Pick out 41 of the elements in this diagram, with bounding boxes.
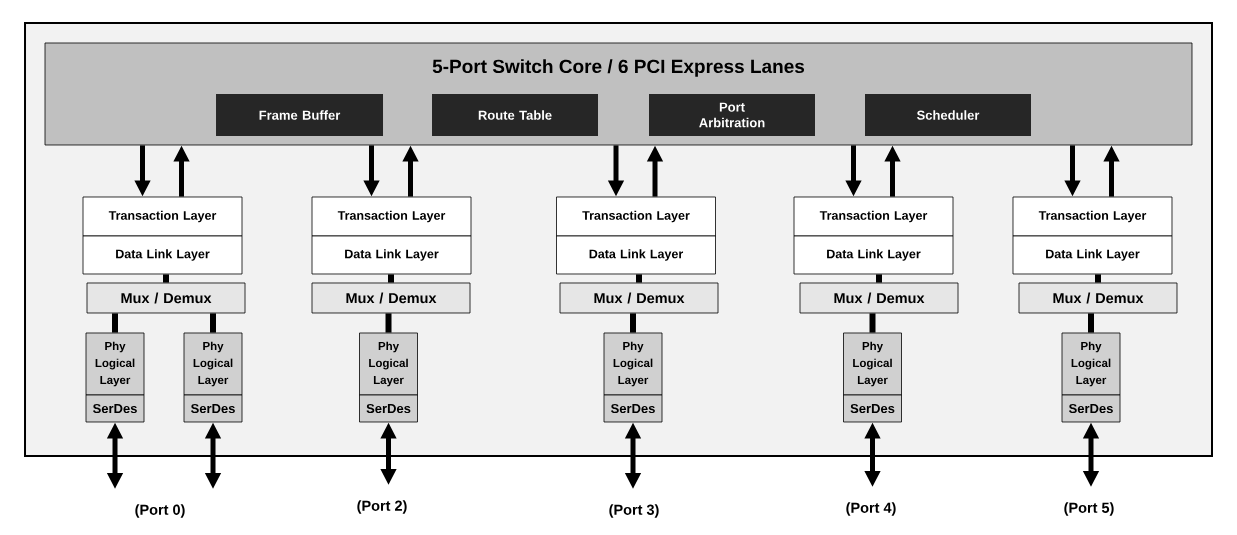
port-label: (Port 2)	[357, 500, 407, 514]
layer-box: Transaction Layer	[82, 196, 243, 237]
connector-bar	[636, 274, 642, 283]
connector-bar	[388, 274, 394, 283]
mux-box: Mux / Demux	[799, 282, 959, 314]
layer-box: Data Link Layer	[82, 235, 243, 275]
connector-bar	[876, 274, 882, 283]
port-label: (Port 4)	[846, 502, 896, 516]
mux-box: Mux / Demux	[311, 282, 471, 314]
port-label: (Port 5)	[1064, 502, 1114, 516]
connector-bar	[1095, 274, 1101, 283]
mux-box: Mux / Demux	[559, 282, 719, 314]
serdes-box: SerDes	[359, 394, 418, 423]
serdes-box: SerDes	[85, 394, 145, 423]
connector-bar	[869, 313, 876, 333]
connector-bar	[210, 313, 216, 333]
layer-box: Data Link Layer	[556, 235, 716, 275]
connector-bar	[630, 313, 636, 333]
layer-box: Transaction Layer	[793, 196, 954, 237]
layer-box: Transaction Layer	[311, 196, 472, 237]
mux-box: Mux / Demux	[1018, 282, 1178, 314]
function-block: Scheduler	[865, 94, 1031, 136]
serdes-box: SerDes	[183, 394, 243, 423]
connector-bar	[163, 274, 169, 283]
port-label: (Port 0)	[135, 504, 185, 518]
layer-box: Data Link Layer	[311, 235, 472, 275]
serdes-box: SerDes	[1061, 394, 1121, 423]
layer-box: Data Link Layer	[793, 235, 954, 275]
layer-box: Data Link Layer	[1012, 235, 1173, 275]
layer-box: Transaction Layer	[1012, 196, 1173, 237]
mux-box: Mux / Demux	[86, 282, 246, 314]
connector-bar	[112, 313, 118, 333]
function-block: Route Table	[432, 94, 598, 136]
connector-bar	[1088, 313, 1094, 333]
function-block: Port Arbitration	[649, 94, 815, 136]
connector-bar	[385, 313, 392, 333]
serdes-box: SerDes	[603, 394, 663, 423]
layer-box: Transaction Layer	[556, 196, 716, 237]
port-label: (Port 3)	[609, 504, 659, 518]
serdes-box: SerDes	[843, 394, 902, 423]
function-block: Frame Buffer	[216, 94, 383, 136]
